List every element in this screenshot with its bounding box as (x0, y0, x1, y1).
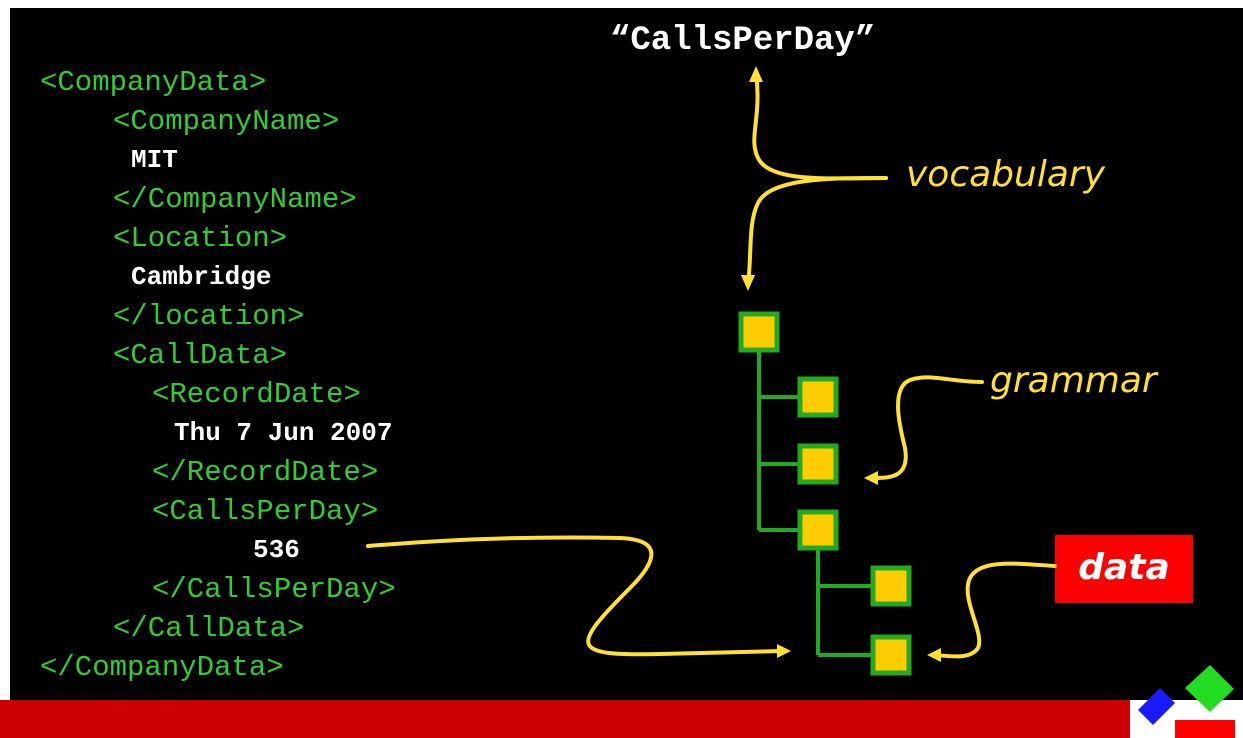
value-arrow (366, 535, 784, 657)
xml-value-calls-per-day: 536 (253, 535, 300, 565)
logo-green-diamond (1185, 665, 1234, 712)
arrowhead-value (777, 644, 791, 658)
tree-node-root (738, 311, 780, 353)
xml-value-company-name: MIT (131, 145, 178, 175)
slide: <CompanyData> <CompanyName> MIT </Compan… (10, 8, 1243, 700)
tree-node-1 (797, 376, 839, 418)
xml-line-calldata-open: <CallData> (113, 339, 288, 372)
xml-line-callsperday-open: <CallsPerDay> (152, 495, 379, 528)
xml-line-location-open: <Location> (113, 222, 288, 255)
xml-line-recorddate-open: <RecordDate> (152, 378, 361, 411)
tree-node-3 (797, 509, 839, 551)
tree-node-4 (870, 565, 912, 607)
grammar-arrow (870, 375, 984, 480)
grammar-label: grammar (990, 360, 1157, 401)
vocabulary-arrow-down (746, 176, 888, 286)
xml-line-companyname-open: <CompanyName> (113, 105, 340, 138)
xml-line-location-close: </location> (113, 300, 305, 333)
tree-node-5 (870, 634, 912, 676)
tree-diagram (366, 66, 1057, 676)
xml-line-companydata-open: <CompanyData> (40, 66, 267, 99)
left-margin (0, 0, 10, 738)
arrowhead-down (741, 275, 755, 291)
callsperday-title: “CallsPerDay” (610, 22, 876, 60)
footer-red-bar (0, 700, 1130, 738)
xml-line-companyname-close: </CompanyName> (113, 183, 357, 216)
xml-line-callsperday-close: </CallsPerDay> (152, 573, 396, 606)
xml-line-recorddate-close: </RecordDate> (152, 456, 379, 489)
data-label: data (1055, 535, 1193, 603)
top-left-notch (0, 0, 155, 8)
xml-line-calldata-close: </CallData> (113, 612, 305, 645)
logo-red-block (1175, 720, 1235, 738)
logo-blue-diamond (1138, 688, 1175, 725)
xml-value-record-date: Thu 7 Jun 2007 (174, 418, 393, 448)
vocabulary-label: vocabulary (906, 154, 1106, 195)
arrowhead-up (749, 66, 763, 82)
tree-node-2 (797, 443, 839, 485)
xml-line-companydata-close: </CompanyData> (40, 651, 284, 684)
annotation-arrows (366, 71, 1057, 659)
arrowhead-grammar (864, 471, 878, 485)
data-arrow (933, 561, 1057, 659)
xml-value-location: Cambridge (131, 262, 272, 292)
arrowheads (741, 66, 941, 662)
logo-icon (1138, 665, 1235, 738)
tree-nodes (738, 311, 912, 676)
vocabulary-arrow-up (752, 71, 888, 181)
tree-connectors (757, 348, 873, 657)
arrowhead-data (927, 648, 941, 662)
